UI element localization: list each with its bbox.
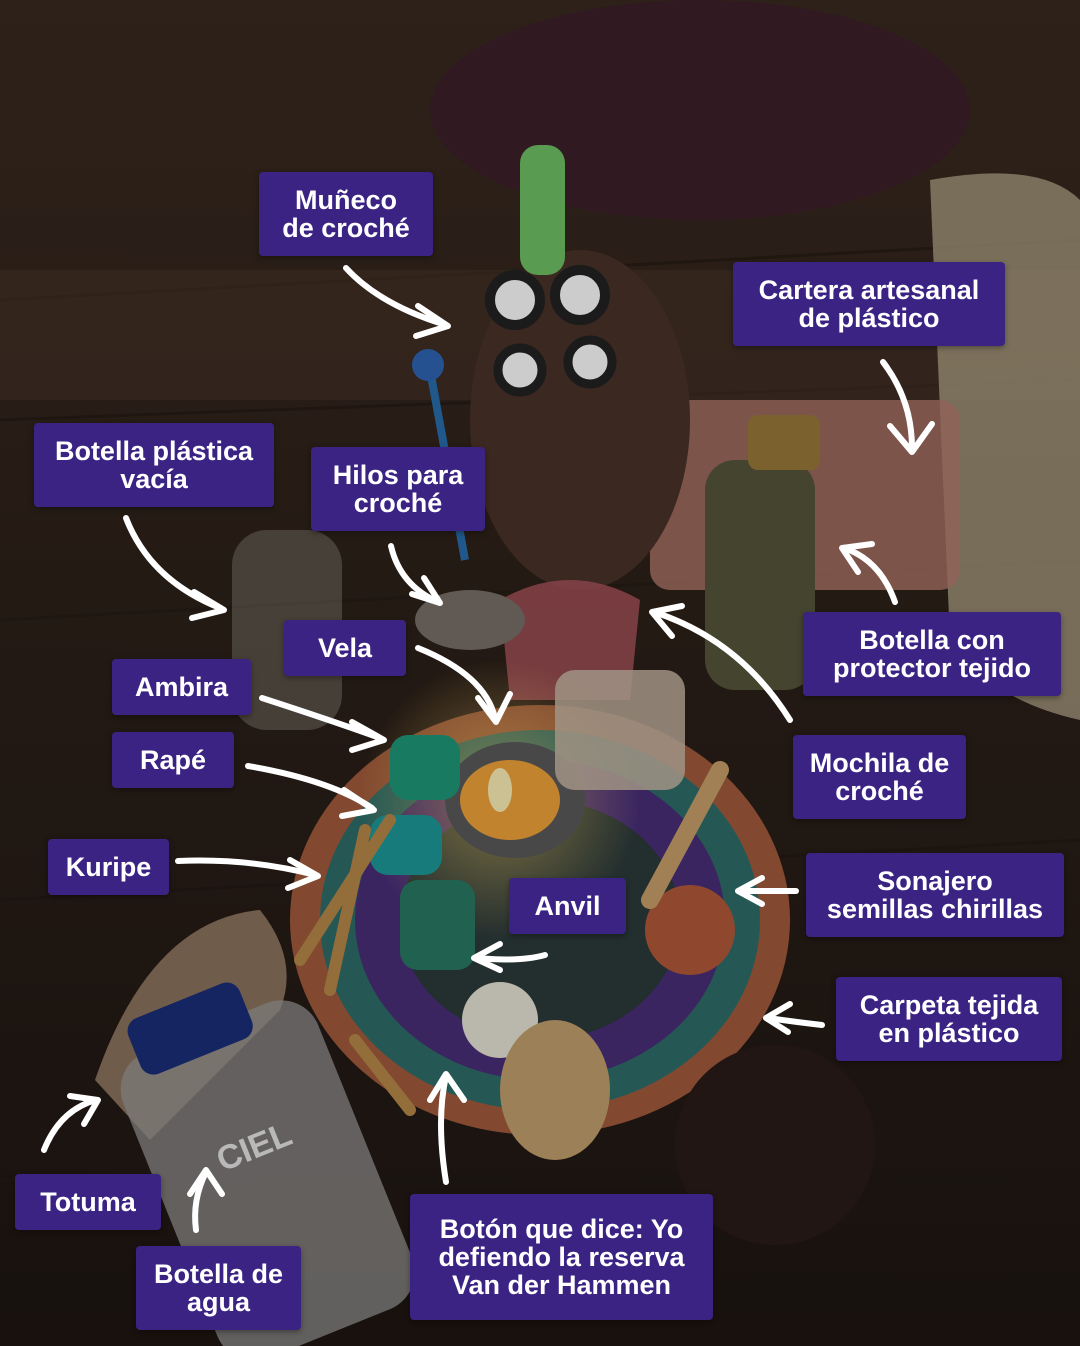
label-botella-con-protector: Botella con protector tejido xyxy=(803,612,1061,696)
ambira-container xyxy=(390,735,460,800)
label-rape: Rapé xyxy=(112,732,234,788)
label-cartera-artesanal: Cartera artesanal de plástico xyxy=(733,262,1005,346)
label-sonajero: Sonajero semillas chirillas xyxy=(806,853,1064,937)
needle-ball xyxy=(412,349,444,381)
kuripe-sticks xyxy=(294,814,416,1116)
candle-flame xyxy=(488,768,512,812)
doll-eye xyxy=(493,343,547,397)
label-carpeta-tejida: Carpeta tejida en plástico xyxy=(836,977,1062,1061)
doll-eye xyxy=(563,335,617,389)
label-ambira: Ambira xyxy=(112,659,251,715)
wooden-spoon xyxy=(500,1020,610,1160)
label-mochila-de-croche: Mochila de croché xyxy=(793,735,966,819)
rattle-handle xyxy=(641,761,729,909)
label-botella-de-agua: Botella de agua xyxy=(136,1246,301,1330)
bottle-cap xyxy=(748,415,820,470)
dark-bowl xyxy=(675,1045,875,1245)
doll-eye xyxy=(550,265,610,325)
label-boton-reserva: Botón que dice: Yo defiendo la reserva V… xyxy=(410,1194,713,1320)
doll-eye xyxy=(485,270,545,330)
label-botella-plastica-vacia: Botella plástica vacía xyxy=(34,423,274,507)
label-vela: Vela xyxy=(284,620,406,676)
label-muneco-de-croche: Muñeco de croché xyxy=(259,172,433,256)
anvil-container xyxy=(400,880,475,970)
label-hilos-para-croche: Hilos para croché xyxy=(311,447,485,531)
label-anvil: Anvil xyxy=(509,878,626,934)
label-kuripe: Kuripe xyxy=(48,839,169,895)
doll-cactus-hat xyxy=(520,145,565,275)
crochet-doll xyxy=(470,250,690,590)
label-totuma: Totuma xyxy=(15,1174,161,1230)
seed-rattle xyxy=(645,885,735,975)
